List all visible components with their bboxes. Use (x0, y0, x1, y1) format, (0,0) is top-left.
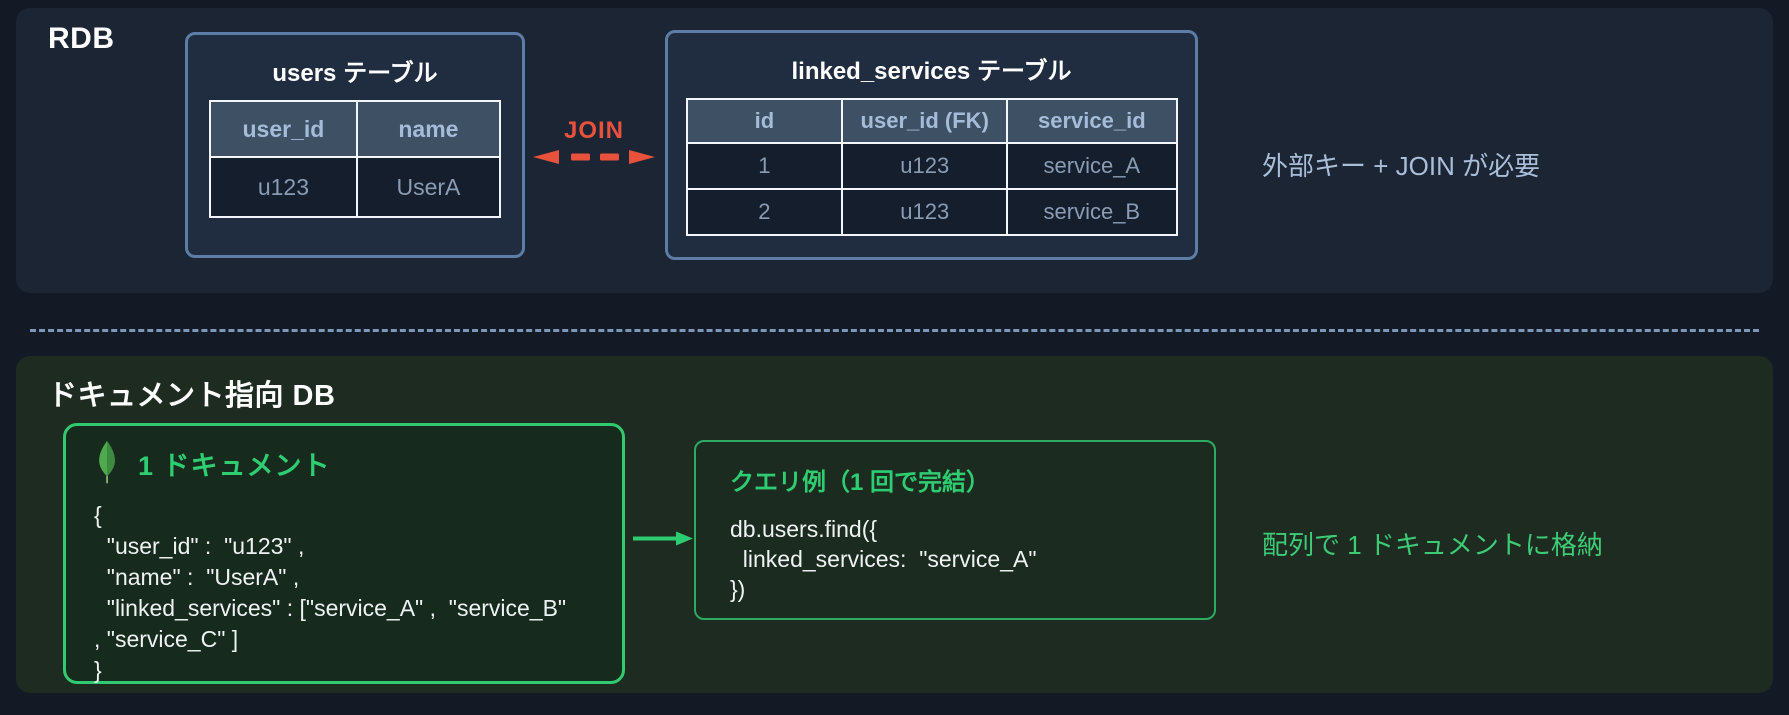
document-json-code: { "user_id" : "u123" , "name" : "UserA" … (94, 500, 566, 686)
document-db-section-panel: ドキュメント指向 DB 1 ドキュメント { "user_id" : "u123… (16, 356, 1773, 693)
join-arrow-icon (533, 150, 655, 164)
linked-services-header-user-id-fk: user_id (FK) (841, 98, 1009, 144)
users-table-header-user-id: user_id (209, 100, 358, 158)
users-table-header-row: user_id name (209, 100, 502, 158)
linked-services-cell: u123 (841, 188, 1009, 236)
users-table-cell-user-id: u123 (209, 156, 358, 218)
query-code: db.users.find({ linked_services: "servic… (730, 514, 1214, 604)
query-example-box: クエリ例（1 回で完結） db.users.find({ linked_serv… (694, 440, 1216, 620)
linked-services-cell: 1 (685, 142, 844, 190)
linked-services-table-box: linked_services テーブル id user_id (FK) ser… (665, 30, 1198, 260)
document-db-section-label: ドキュメント指向 DB (48, 380, 336, 412)
users-table-title: users テーブル (272, 60, 438, 87)
join-relation: JOIN (533, 118, 655, 167)
code-line: db.users.find({ (730, 516, 878, 542)
code-line: linked_services: "service_A" (730, 546, 1037, 572)
mongodb-leaf-icon (99, 441, 115, 484)
linked-services-cell: 2 (685, 188, 844, 236)
linked-services-table: id user_id (FK) service_id 1 u123 servic… (685, 98, 1178, 236)
json-line: "linked_services" : ["service_A" , "serv… (94, 595, 567, 621)
rdb-section-panel: RDB users テーブル user_id name u123 UserA J… (16, 8, 1773, 293)
document-box-title: 1 ドキュメント (138, 451, 331, 481)
json-line: } (94, 657, 102, 683)
json-line: "name" : "UserA" , (94, 564, 300, 590)
linked-services-header-id: id (685, 98, 844, 144)
code-line: }) (730, 576, 746, 602)
linked-services-cell: service_B (1006, 188, 1178, 236)
section-divider (30, 329, 1759, 332)
users-table-cell-name: UserA (355, 156, 502, 218)
json-line: { (94, 502, 102, 528)
linked-services-header-service-id: service_id (1006, 98, 1178, 144)
table-row: 2 u123 service_B (685, 188, 1178, 236)
users-table-header-name: name (355, 100, 502, 158)
table-row: u123 UserA (209, 156, 502, 218)
linked-services-header-row: id user_id (FK) service_id (685, 98, 1178, 144)
query-example-title: クエリ例（1 回で完結） (730, 469, 991, 496)
rdb-caption: 外部キー + JOIN が必要 (1262, 151, 1541, 181)
linked-services-table-title: linked_services テーブル (791, 58, 1072, 85)
json-line: , "service_C" ] (94, 626, 239, 652)
users-table: user_id name u123 UserA (209, 100, 502, 218)
linked-services-cell: service_A (1006, 142, 1178, 190)
flow-arrow-icon (633, 531, 693, 546)
join-label: JOIN (563, 117, 624, 144)
document-box-header: 1 ドキュメント (96, 440, 331, 484)
rdb-section-label: RDB (48, 22, 115, 55)
users-table-box: users テーブル user_id name u123 UserA (185, 32, 525, 258)
document-caption: 配列で 1 ドキュメントに格納 (1262, 530, 1603, 560)
document-box: 1 ドキュメント { "user_id" : "u123" , "name" :… (63, 423, 625, 684)
table-row: 1 u123 service_A (685, 142, 1178, 190)
json-line: "user_id" : "u123" , (94, 533, 305, 559)
linked-services-cell: u123 (841, 142, 1009, 190)
